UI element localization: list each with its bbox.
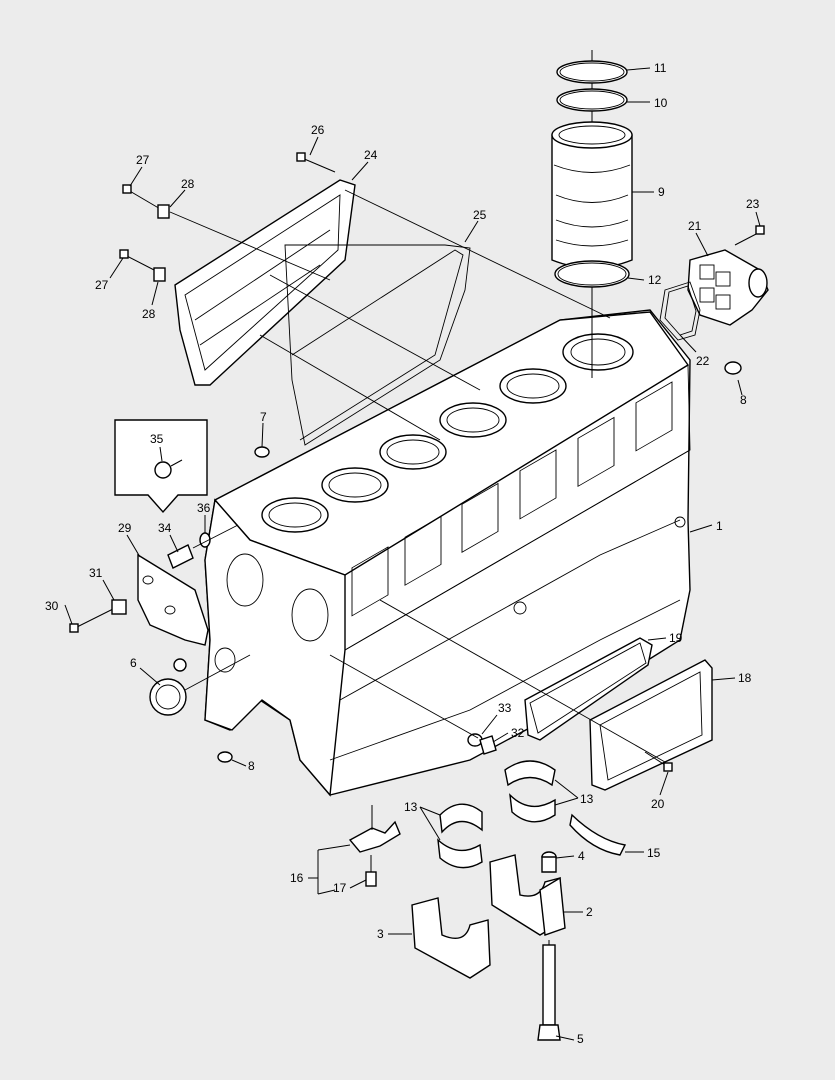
callout-7: 7 xyxy=(260,410,267,424)
callout-1: 1 xyxy=(716,519,723,533)
callout-13-left: 13 xyxy=(404,800,418,814)
callout-2: 2 xyxy=(586,905,593,919)
callout-34: 34 xyxy=(158,521,172,535)
callout-4: 4 xyxy=(578,849,585,863)
bearing-caps xyxy=(411,851,566,1041)
callout-9: 9 xyxy=(658,185,665,199)
cylinder-liner-group xyxy=(551,50,633,378)
callout-15: 15 xyxy=(647,846,661,860)
callout-24: 24 xyxy=(364,148,378,162)
callout-22: 22 xyxy=(696,354,710,368)
callout-6: 6 xyxy=(130,656,137,670)
callout-36: 36 xyxy=(197,501,211,515)
detail-box-35 xyxy=(114,419,208,514)
front-parts xyxy=(69,524,251,716)
callout-28-lower: 28 xyxy=(142,307,156,321)
tappet-cover xyxy=(119,152,611,446)
callout-18: 18 xyxy=(738,671,752,685)
callout-19: 19 xyxy=(669,631,683,645)
callout-27-lower: 27 xyxy=(95,278,109,292)
callout-16: 16 xyxy=(290,871,304,885)
callout-17: 17 xyxy=(333,881,347,895)
side-cover xyxy=(329,599,713,791)
callout-13-right: 13 xyxy=(580,792,594,806)
callout-21: 21 xyxy=(688,219,702,233)
bearings xyxy=(437,760,627,869)
callout-33: 33 xyxy=(498,701,512,715)
callout-23: 23 xyxy=(746,197,760,211)
oil-jet xyxy=(348,805,401,887)
plugs xyxy=(217,361,742,763)
callout-31: 31 xyxy=(89,566,103,580)
callout-10: 10 xyxy=(654,96,668,110)
callout-3: 3 xyxy=(377,927,384,941)
callout-26: 26 xyxy=(311,123,325,137)
thermostat-housing xyxy=(659,225,769,341)
callout-5: 5 xyxy=(577,1032,584,1046)
callout-35: 35 xyxy=(150,432,164,446)
callout-28-upper: 28 xyxy=(181,177,195,191)
callout-8-lower: 8 xyxy=(248,759,255,773)
callout-labels: 1 2 3 4 5 6 7 8 8 9 10 11 12 13 13 15 16… xyxy=(45,61,761,1046)
engine-block xyxy=(204,309,691,797)
callout-12: 12 xyxy=(648,273,662,287)
callout-11: 11 xyxy=(654,61,667,75)
callout-29: 29 xyxy=(118,521,132,535)
callout-25: 25 xyxy=(473,208,487,222)
callout-30: 30 xyxy=(45,599,59,613)
callout-27-upper: 27 xyxy=(136,153,150,167)
callout-8-upper: 8 xyxy=(740,393,747,407)
callout-20: 20 xyxy=(651,797,665,811)
callout-32: 32 xyxy=(511,726,525,740)
